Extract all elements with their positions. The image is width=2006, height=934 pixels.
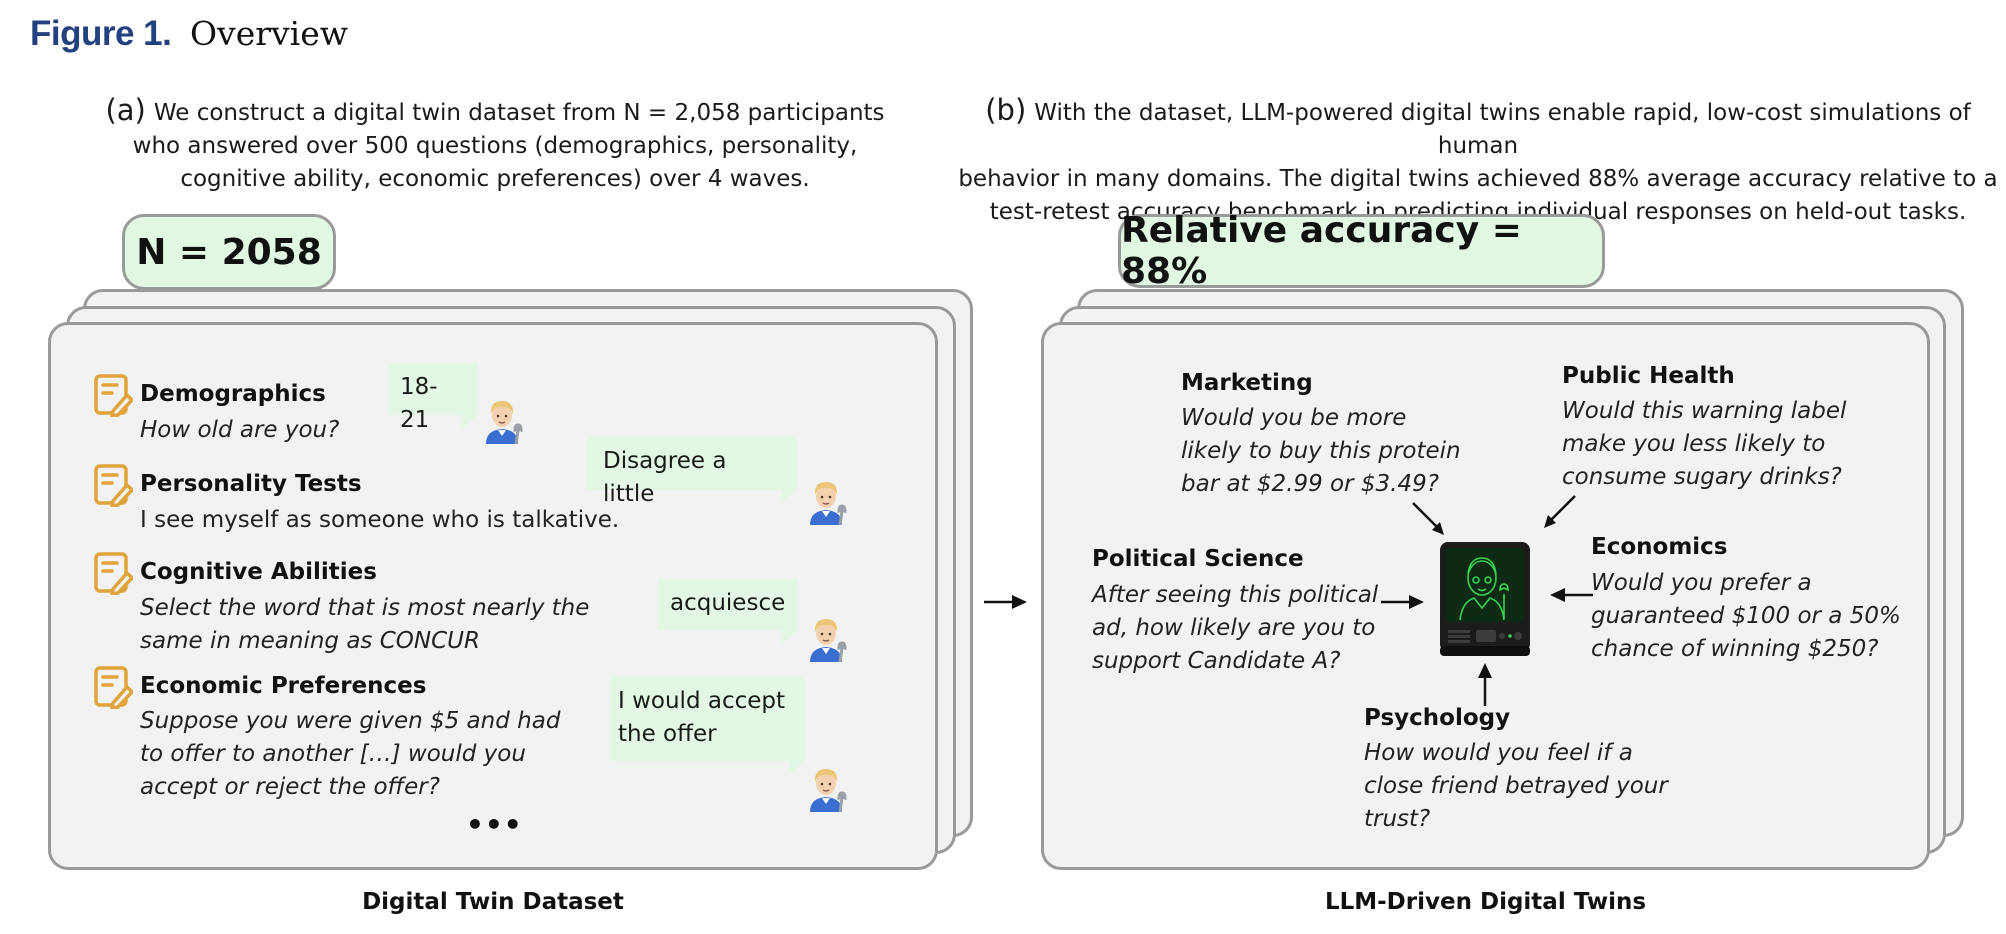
panel-b-desc-line: With the dataset, LLM-powered digital tw… [1034, 100, 1971, 159]
domain-question-marketing: Would you be more likely to buy this pro… [1181, 402, 1461, 501]
question-line: make you less likely to [1562, 431, 1826, 457]
question-line: trust? [1364, 806, 1431, 832]
panel-a-letter: (a) [105, 93, 146, 127]
domain-title-marketing: Marketing [1181, 370, 1313, 396]
domain-title-economics: Economics [1591, 534, 1728, 560]
arrow-marketing-to-twin-icon [1412, 502, 1444, 535]
note-pencil-icon [94, 464, 133, 507]
panel-a-desc-line: We construct a digital twin dataset from… [153, 100, 885, 126]
more-items-ellipsis: ••• [466, 808, 523, 841]
question-line: bar at $2.99 or $3.49? [1181, 471, 1439, 497]
panel-b-caption: LLM-Driven Digital Twins [1324, 889, 1647, 915]
item-title-cognitive: Cognitive Abilities [140, 559, 377, 585]
question-line: ad, how likely are you to [1092, 615, 1376, 641]
panel-a-description: (a) We construct a digital twin dataset f… [100, 94, 890, 196]
answer-bubble-economic: I would accept the offer [610, 676, 807, 775]
answer-text: I would accept [618, 688, 786, 714]
panel-b-desc-line: behavior in many domains. The digital tw… [958, 166, 1998, 192]
mechanic-emoji-icon [810, 619, 847, 662]
note-pencil-icon [94, 666, 133, 709]
sample-size-tag: N = 2058 [122, 214, 336, 290]
relative-accuracy-tag: Relative accuracy = 88% [1118, 210, 1605, 292]
question-line: accept or reject the offer? [140, 774, 440, 800]
panel-connector-arrow-icon [984, 595, 1027, 609]
question-line: close friend betrayed your [1364, 773, 1668, 799]
domain-question-psychology: How would you feel if a close friend bet… [1364, 737, 1668, 836]
domain-question-political-science: After seeing this political ad, how like… [1092, 579, 1378, 678]
panel-a-desc-line: cognitive ability, economic preferences)… [180, 166, 810, 192]
question-line: Would you prefer a [1591, 570, 1812, 596]
question-line: Select the word that is most nearly the [140, 595, 590, 621]
panel-b-description: (b)With the dataset, LLM-powered digital… [950, 94, 2006, 229]
answer-text: acquiesce [670, 590, 786, 616]
domain-title-political-science: Political Science [1092, 546, 1304, 572]
question-line: How old are you? [140, 417, 340, 443]
question-line: chance of winning $250? [1591, 636, 1879, 662]
domain-question-public-health: Would this warning label make you less l… [1562, 395, 1846, 494]
arrow-political-science-to-twin-icon [1381, 595, 1424, 609]
question-line: support Candidate A? [1092, 648, 1341, 674]
figure-title: Overview [190, 14, 348, 53]
answer-bubble-personality: Disagree a little [587, 437, 799, 507]
arrow-public-health-to-twin-icon [1544, 495, 1576, 528]
arrow-economics-to-twin-icon [1550, 588, 1593, 602]
question-line: Suppose you were given $5 and had [140, 708, 561, 734]
item-title-demographics: Demographics [140, 381, 326, 407]
item-question-cognitive: Select the word that is most nearly the … [140, 592, 589, 658]
item-question-economic: Suppose you were given $5 and had to off… [140, 705, 560, 804]
answer-text: Disagree a little [603, 448, 727, 507]
question-line: guaranteed $100 or a 50% [1591, 603, 1901, 629]
question-line: Would this warning label [1562, 398, 1847, 424]
panel-a-caption: Digital Twin Dataset [362, 889, 624, 915]
note-pencil-icon [94, 552, 133, 595]
arrow-psychology-to-twin-icon [1478, 663, 1492, 706]
item-title-economic: Economic Preferences [140, 673, 427, 699]
question-line: likely to buy this protein [1181, 438, 1461, 464]
question-line: consume sugary drinks? [1562, 464, 1842, 490]
panel-a-desc-line: who answered over 500 questions (demogra… [132, 133, 858, 159]
domain-question-economics: Would you prefer a guaranteed $100 or a … [1591, 567, 1901, 666]
answer-text: the offer [618, 721, 717, 747]
answer-text: 18-21 [400, 374, 438, 433]
item-title-personality: Personality Tests [140, 471, 362, 497]
panel-b-letter: (b) [985, 93, 1027, 127]
question-line: same in meaning as CONCUR [140, 628, 480, 654]
note-pencil-icon [94, 374, 133, 417]
item-question-demographics: How old are you? [140, 414, 339, 447]
item-question-personality: I see myself as someone who is talkative… [140, 504, 619, 537]
retro-computer-digital-twin-icon [1440, 542, 1530, 656]
question-line: After seeing this political [1092, 582, 1379, 608]
mechanic-emoji-icon [810, 769, 847, 812]
figure-label: Figure 1. [30, 14, 172, 53]
answer-bubble-demographics: 18-21 [388, 363, 480, 433]
mechanic-emoji-icon [486, 401, 523, 444]
question-line: to offer to another […] would you [140, 741, 526, 767]
question-line: Would you be more [1181, 405, 1407, 431]
domain-title-psychology: Psychology [1364, 705, 1511, 731]
mechanic-emoji-icon [810, 482, 847, 525]
domain-title-public-health: Public Health [1562, 363, 1735, 389]
answer-bubble-cognitive: acquiesce [658, 579, 800, 644]
question-line: How would you feel if a [1364, 740, 1633, 766]
question-line: I see myself as someone who is talkative… [140, 507, 620, 533]
